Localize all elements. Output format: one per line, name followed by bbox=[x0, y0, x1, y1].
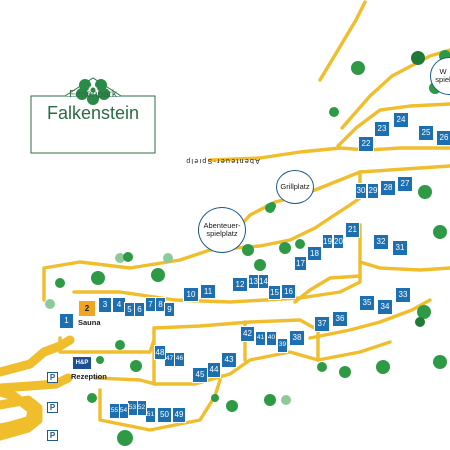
house-23[interactable]: 23 bbox=[374, 121, 390, 137]
house-26[interactable]: 26 bbox=[436, 130, 450, 146]
house-46[interactable]: 46 bbox=[174, 352, 185, 367]
house-27[interactable]: 27 bbox=[397, 176, 413, 192]
path-label-adventure: Abenteuer-Spielp bbox=[185, 157, 260, 164]
reception-logo-icon: H&P bbox=[73, 357, 91, 369]
road-south-east bbox=[308, 298, 432, 340]
road-middle-row bbox=[72, 260, 362, 304]
house-25[interactable]: 25 bbox=[418, 125, 434, 141]
parking-sign-3: P bbox=[47, 430, 58, 441]
house-32[interactable]: 32 bbox=[373, 234, 389, 250]
water-playground-label: W spiel bbox=[435, 66, 450, 84]
road-east-lower bbox=[316, 340, 392, 362]
house-21[interactable]: 21 bbox=[345, 222, 360, 238]
road-entrance-middle bbox=[0, 373, 73, 393]
house-35[interactable]: 35 bbox=[359, 295, 375, 311]
house-20[interactable]: 20 bbox=[333, 234, 344, 249]
road-west-bend bbox=[42, 248, 212, 302]
house-55[interactable]: 55 bbox=[109, 403, 120, 419]
house-24[interactable]: 24 bbox=[393, 112, 409, 128]
house-37[interactable]: 37 bbox=[314, 316, 330, 332]
house-38[interactable]: 38 bbox=[289, 330, 305, 346]
house-10[interactable]: 10 bbox=[183, 287, 199, 302]
house-41[interactable]: 41 bbox=[255, 331, 266, 346]
house-29[interactable]: 29 bbox=[367, 183, 379, 199]
parking-sign-2: P bbox=[47, 402, 58, 413]
parking-sign-1: P bbox=[47, 372, 58, 383]
house-1[interactable]: 1 bbox=[59, 313, 74, 329]
house-33[interactable]: 33 bbox=[395, 287, 411, 303]
house-18[interactable]: 18 bbox=[307, 246, 322, 261]
house-49[interactable]: 49 bbox=[172, 407, 186, 423]
house-9[interactable]: 9 bbox=[164, 302, 175, 317]
flower-logo-icon bbox=[30, 77, 156, 154]
road-connector-left bbox=[93, 376, 157, 386]
reception-label[interactable]: Rezeption bbox=[71, 372, 107, 381]
house-6[interactable]: 6 bbox=[134, 302, 145, 317]
sauna-building[interactable]: 2 bbox=[78, 300, 96, 317]
road-east-loop bbox=[358, 223, 450, 272]
house-42[interactable]: 42 bbox=[240, 326, 255, 342]
house-39[interactable]: 39 bbox=[277, 338, 288, 353]
logo-subtitle: Ferienpark bbox=[69, 89, 117, 100]
house-45[interactable]: 45 bbox=[192, 367, 208, 383]
logo-name: Falkenstein bbox=[46, 103, 140, 123]
grill-area-label: Grillplatz bbox=[280, 181, 310, 191]
adventure-playground-label: Abenteuer-spielplatz bbox=[203, 220, 241, 238]
road-east-branch bbox=[358, 164, 450, 174]
road-north-hill bbox=[318, 0, 367, 82]
sauna-label: Sauna bbox=[78, 318, 101, 327]
road-south-lower bbox=[98, 378, 222, 432]
house-12[interactable]: 12 bbox=[232, 277, 248, 292]
house-17[interactable]: 17 bbox=[294, 256, 307, 271]
road-middle-branch bbox=[293, 274, 362, 304]
adventure-playground[interactable]: Abenteuer-spielplatz bbox=[198, 207, 246, 253]
house-14[interactable]: 14 bbox=[258, 274, 269, 289]
house-19[interactable]: 19 bbox=[322, 234, 333, 249]
house-43[interactable]: 43 bbox=[221, 352, 237, 368]
house-11[interactable]: 11 bbox=[200, 284, 216, 299]
house-30[interactable]: 30 bbox=[355, 183, 367, 199]
road-north-ridge bbox=[340, 48, 450, 130]
house-48[interactable]: 48 bbox=[154, 345, 166, 360]
house-50[interactable]: 50 bbox=[157, 407, 172, 423]
house-28[interactable]: 28 bbox=[380, 180, 396, 196]
road-central-loop bbox=[152, 318, 320, 362]
house-3[interactable]: 3 bbox=[98, 297, 112, 313]
road-entrance-upper bbox=[0, 335, 75, 377]
house-40[interactable]: 40 bbox=[266, 331, 277, 346]
house-34[interactable]: 34 bbox=[377, 299, 393, 315]
grill-area[interactable]: Grillplatz bbox=[276, 170, 314, 204]
trees bbox=[45, 50, 450, 446]
house-31[interactable]: 31 bbox=[392, 240, 408, 256]
house-16[interactable]: 16 bbox=[281, 284, 296, 299]
park-logo bbox=[30, 72, 156, 154]
road-center-spine bbox=[208, 170, 362, 252]
house-36[interactable]: 36 bbox=[332, 311, 348, 327]
road-upper-link bbox=[336, 102, 450, 148]
house-15[interactable]: 15 bbox=[268, 285, 281, 300]
road-top-row bbox=[208, 146, 450, 162]
house-22[interactable]: 22 bbox=[358, 136, 374, 152]
house-44[interactable]: 44 bbox=[207, 362, 221, 378]
road-entrance-arc bbox=[0, 387, 37, 433]
